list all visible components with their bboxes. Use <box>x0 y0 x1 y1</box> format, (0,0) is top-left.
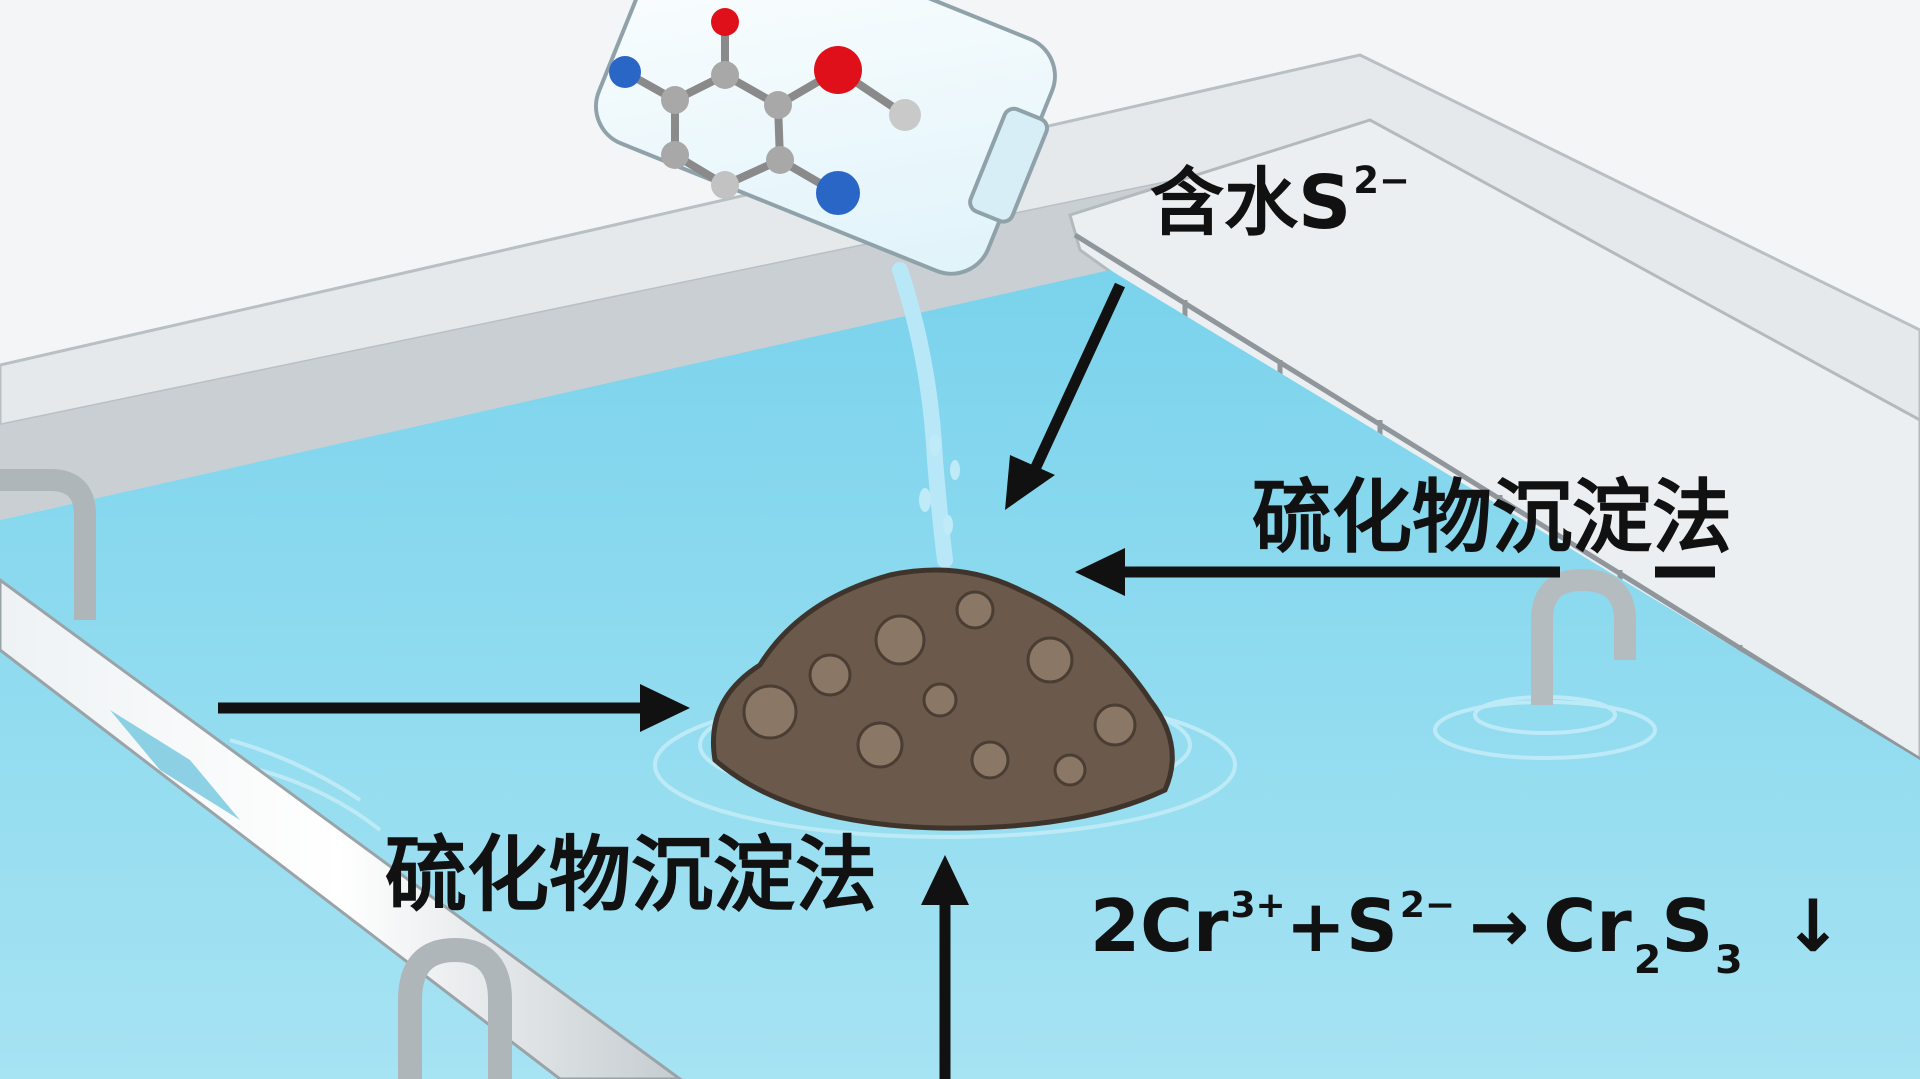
molecule-icon <box>609 8 921 215</box>
sludge-pile <box>711 567 1175 831</box>
label-sulfide-precipitation-bottom: 硫化物沉淀法 <box>385 828 878 923</box>
label-sulfide-precipitation-right: 硫化物沉淀法 <box>1252 471 1732 564</box>
reagent-bottle <box>593 0 1057 276</box>
left-railing-pipe <box>0 469 683 1079</box>
arrows <box>218 282 1715 1079</box>
arrow-top <box>1025 282 1125 483</box>
reaction-equation: 2Cr3++S2−→Cr2S3↓ <box>1090 884 1844 983</box>
label-aqueous-sulfide: 含水S2− <box>1150 159 1411 247</box>
water-drops <box>919 434 960 535</box>
right-inlet-pipe <box>1531 568 1636 705</box>
